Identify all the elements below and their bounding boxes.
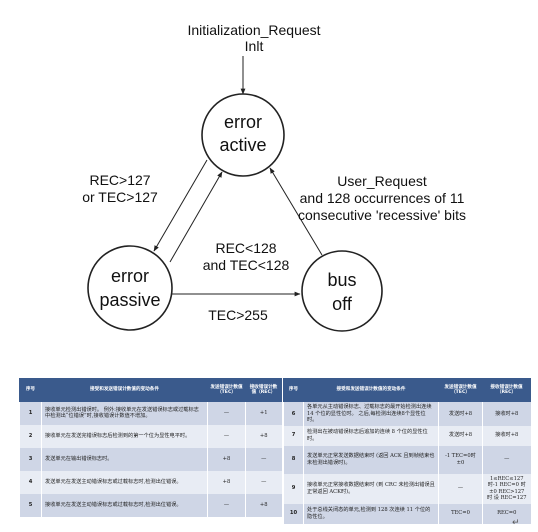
row-no: 1 [19, 401, 42, 425]
row-tec: 发送时+8 [438, 401, 483, 426]
row-condition: 接收单元正常接收数据结束时 (到 CRC 未检测出错误且正常返回 ACK时)。 [303, 473, 439, 504]
state-error-passive-line1: error [111, 266, 149, 286]
table-row: 8 发送单元正常发送数据结束时 (返回 ACK 且到帧结束也未检测出错误时)。 … [283, 445, 531, 474]
table-row: 10 处于总线关闭态的单元,检测到 128 次连续 11 个位的隐性位。 TEC… [283, 503, 531, 524]
row-no: 4 [19, 470, 42, 494]
row-tec: — [207, 401, 246, 425]
middle-edge-label-line1: REC<128 [215, 240, 276, 256]
row-tec: +8 [207, 470, 246, 494]
table-row: 6 各单元从主动错误标志、过载标志的最开始检测出连续 14 个位的显性位时。 之… [283, 401, 531, 426]
header-condition: 接受和发送错误计数值的变动条件 [303, 378, 439, 402]
paragraph-return-mark: ↵ [512, 518, 520, 528]
table-row: 4 发送单元在发送主动错误标志或过载标志时,检测出位错误。 +8 — [19, 470, 282, 494]
state-bus-off-line1: bus [327, 270, 356, 290]
row-no: 5 [19, 493, 42, 517]
init-label: Inlt [245, 38, 264, 54]
table-header-row: 序号 接受和发送错误计数值的变动条件 发送错误计数值（TEC） 接收错误计数值（… [19, 378, 282, 402]
middle-edge-label-line2: and TEC<128 [203, 257, 290, 273]
table-row: 3 发送单元在输出错误标志时。 +8 — [19, 447, 282, 471]
header-rec: 接收错误计数值（REC） [482, 378, 531, 402]
header-rec: 接收错误计数值（REC） [245, 378, 282, 402]
row-rec: +8 [245, 424, 282, 448]
row-rec: +1 [245, 401, 282, 425]
row-rec: — [245, 447, 282, 471]
row-condition: 发送单元在输出错误标志时。 [41, 447, 208, 471]
arrow-busoff-to-active [269, 167, 323, 256]
row-no: 9 [283, 473, 304, 504]
row-condition: 各单元从主动错误标志、过载标志的最开始检测出连续 14 个位的显性位时。 之后,… [303, 401, 439, 426]
left-edge-label-line1: REC>127 [89, 172, 150, 188]
row-tec: — [207, 493, 246, 517]
row-rec: +8 [245, 493, 282, 517]
row-tec: 发送时+8 [438, 425, 483, 446]
row-tec: TEC=0 [438, 503, 483, 524]
state-error-active-line2: active [219, 135, 266, 155]
right-edge-label-line1: User_Request [337, 173, 427, 189]
left-edge-label-line2: or TEC>127 [82, 189, 158, 205]
row-condition: 处于总线关闭态的单元,检测到 128 次连续 11 个位的隐性位。 [303, 503, 439, 524]
row-condition: 检测出在被动错误标志后追加的连续 8 个位的显性位时。 [303, 425, 439, 446]
row-condition: 接收单元检测出错误时。 例外:接收单元在发送错误标志或过载标志中检测出“位错误”… [41, 401, 208, 425]
state-error-passive: error passive [87, 245, 173, 331]
error-counter-table-left: 序号 接受和发送错误计数值的变动条件 发送错误计数值（TEC） 接收错误计数值（… [19, 378, 282, 517]
row-condition: 接收单元在发送完错误标志后检测到的第一个位为显性电平时。 [41, 424, 208, 448]
can-error-state-diagram: Initialization_Request Inlt error active… [82, 22, 466, 332]
row-rec: 接收时+8 [482, 425, 531, 446]
init-request-label: Initialization_Request [187, 22, 320, 38]
state-error-passive-line2: passive [99, 290, 160, 310]
arrow-passive-to-active [169, 171, 223, 263]
row-condition: 发送单元正常发送数据结束时 (返回 ACK 且到帧结束也未检测出错误时)。 [303, 445, 439, 474]
row-rec: 1≤REC≤127 时-1 REC=0 时±0 REC>127 时 设 REC=… [482, 473, 531, 504]
row-tec: +8 [207, 447, 246, 471]
row-rec: REC=0 [482, 503, 531, 524]
bottom-edge-label: TEC>255 [208, 307, 268, 323]
state-bus-off-line2: off [332, 294, 353, 314]
table-row: 7 检测出在被动错误标志后追加的连续 8 个位的显性位时。 发送时+8 接收时+… [283, 425, 531, 446]
table-row: 9 接收单元正常接收数据结束时 (到 CRC 未检测出错误且正常返回 ACK时)… [283, 473, 531, 504]
row-rec: — [245, 470, 282, 494]
header-condition: 接受和发送错误计数值的变动条件 [41, 378, 208, 402]
table-row: 5 接收单元在发送主动错误标志或过载标志时,检测出位错误。 — +8 [19, 493, 282, 517]
row-condition: 接收单元在发送主动错误标志或过载标志时,检测出位错误。 [41, 493, 208, 517]
row-no: 3 [19, 447, 42, 471]
right-edge-label-line2: and 128 occurrences of 11 [300, 190, 465, 206]
error-counter-table-right: 序号 接受和发送错误计数值的变动条件 发送错误计数值（TEC） 接收错误计数值（… [283, 378, 531, 524]
row-no: 2 [19, 424, 42, 448]
row-rec: — [482, 445, 531, 474]
state-error-active-line1: error [224, 112, 262, 132]
row-condition: 发送单元在发送主动错误标志或过载标志时,检测出位错误。 [41, 470, 208, 494]
row-tec: — [438, 473, 483, 504]
row-no: 8 [283, 445, 304, 474]
row-tec: — [207, 424, 246, 448]
row-no: 6 [283, 401, 304, 426]
right-edge-label-line3: consecutive 'recessive' bits [298, 207, 466, 223]
state-bus-off: bus off [301, 250, 383, 332]
table-header-row: 序号 接受和发送错误计数值的变动条件 发送错误计数值（TEC） 接收错误计数值（… [283, 378, 531, 402]
row-tec: -1 TEC=0时 ±0 [438, 445, 483, 474]
row-no: 7 [283, 425, 304, 446]
header-no: 序号 [283, 378, 304, 402]
row-no: 10 [283, 503, 304, 524]
header-tec: 发送错误计数值（TEC） [207, 378, 246, 402]
state-error-active: error active [201, 93, 285, 177]
header-tec: 发送错误计数值（TEC） [438, 378, 483, 402]
table-row: 1 接收单元检测出错误时。 例外:接收单元在发送错误标志或过载标志中检测出“位错… [19, 401, 282, 425]
table-row: 2 接收单元在发送完错误标志后检测到的第一个位为显性电平时。 — +8 [19, 424, 282, 448]
row-rec: 接收时+8 [482, 401, 531, 426]
arrow-active-to-passive [153, 159, 208, 252]
header-no: 序号 [19, 378, 42, 402]
